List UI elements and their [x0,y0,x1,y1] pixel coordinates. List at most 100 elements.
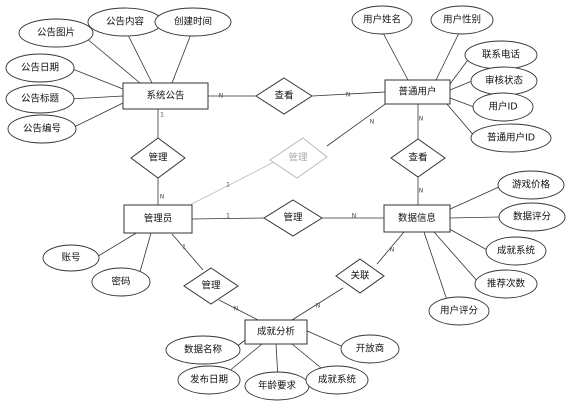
entity-label: 成就分析 [257,326,296,338]
attribute-label: 开放商 [356,343,385,355]
attribute-achievement-system[interactable]: 成就系统 [485,236,547,266]
attribute-label: 数据评分 [513,211,552,223]
edge-manage-user-target [326,101,389,147]
attribute-created-time[interactable]: 创建时间 [154,7,232,37]
attribute-analysis-achievement-system[interactable]: 成就系统 [305,365,369,395]
entity-label: 系统公告 [146,90,184,102]
edge-recommend-count [433,231,480,284]
cardinality-label: N [316,303,321,310]
attribute-notice-number[interactable]: 公告编号 [7,114,77,144]
attribute-developer[interactable]: 开放商 [340,334,400,364]
attribute-user-id[interactable]: 用户ID [472,92,534,122]
cardinality-label: 1 [226,182,230,189]
cardinality-label: N [419,116,424,123]
attribute-notice-date[interactable]: 公告日期 [5,53,75,83]
attribute-label: 年龄要求 [258,380,297,392]
edge-contact-phone [449,56,471,85]
relationship-manage-notice[interactable]: 管理 [130,137,186,179]
edge-analysis-achievement [291,343,327,373]
attribute-label: 用户姓名 [363,14,401,26]
entity-label: 数据信息 [398,212,436,224]
edge-user-name [381,30,409,81]
attribute-contact-phone[interactable]: 联系电话 [464,40,538,70]
edge-notice-image [79,32,141,84]
relationship-label: 查看 [408,152,427,164]
attribute-notice-image[interactable]: 公告图片 [18,18,94,48]
relationship-associate[interactable]: 关联 [335,258,385,294]
attribute-label: 推荐次数 [487,278,526,290]
entity-data-info[interactable]: 数据信息 [383,204,451,233]
edge-regular-user-id [445,102,477,139]
cardinality-label: N [219,93,224,100]
entity-regular-user[interactable]: 普通用户 [384,79,451,105]
relationship-label: 管理 [288,152,308,164]
attribute-user-gender[interactable]: 用户性别 [430,5,494,35]
edge-user-gender [435,30,461,81]
edge-data-associate [376,231,405,265]
attribute-password[interactable]: 密码 [91,267,151,297]
attribute-data-name[interactable]: 数据名称 [165,335,241,365]
attribute-account[interactable]: 账号 [42,244,100,272]
cardinality-label: 1 [160,112,164,119]
attribute-label: 公告图片 [37,27,75,39]
attribute-release-date[interactable]: 发布日期 [177,365,241,395]
attribute-label: 发布日期 [190,374,228,386]
edge-admin-manage-user [185,157,283,208]
attribute-label: 密码 [111,276,130,288]
relationship-view-notice[interactable]: 查看 [255,77,313,115]
attribute-data-rating[interactable]: 数据评分 [498,202,566,232]
attribute-recommend-count[interactable]: 推荐次数 [474,269,538,299]
attribute-label: 公告内容 [106,16,145,28]
cardinality-label: 1 [182,244,186,251]
cardinality-label: N [390,247,395,254]
attribute-notice-content[interactable]: 公告内容 [87,7,163,37]
attribute-regular-user-id[interactable]: 普通用户ID [470,123,552,153]
edge-user-id [449,97,475,108]
edge-user-rating [423,231,451,310]
entity-achievement-analysis[interactable]: 成就分析 [244,319,308,345]
attribute-age-requirement[interactable]: 年龄要求 [244,371,310,401]
relationship-manage-analysis[interactable]: 管理 [183,267,239,305]
attribute-label: 公告标题 [21,93,60,105]
cardinality-label: N [234,306,239,313]
attribute-label: 公告编号 [23,123,61,135]
edge-game-price [447,186,500,211]
attribute-label: 创建时间 [174,16,212,28]
cardinality-label: N [419,188,424,195]
cardinality-label: N [346,92,351,99]
edge-admin-manage-data [191,217,265,220]
cardinality-label: N [160,194,165,201]
attribute-notice-title[interactable]: 公告标题 [5,84,75,114]
relationship-manage-data[interactable]: 管理 [263,199,323,237]
edge-release-date [227,343,263,373]
relationship-manage-user[interactable]: 管理 [269,137,328,179]
edge-admin-manage-analysis [171,233,204,271]
attribute-label: 游戏价格 [512,179,551,191]
cardinality-label: 1 [226,213,230,220]
attribute-review-status[interactable]: 审核状态 [470,66,538,96]
attribute-game-price[interactable]: 游戏价格 [497,170,565,200]
edge-data-rating [449,216,500,219]
cardinality-label: N [352,213,357,220]
relationship-label: 管理 [148,152,168,164]
entity-admin[interactable]: 管理员 [123,204,193,234]
attribute-user-name[interactable]: 用户姓名 [351,5,413,35]
edge-manage-analysis-target [218,299,259,321]
attribute-label: 审核状态 [485,75,524,87]
edge-account [94,231,139,259]
attribute-label: 账号 [61,253,80,264]
attribute-label: 成就系统 [318,374,357,386]
edge-associate-analysis [291,287,344,321]
relationship-view-data[interactable]: 查看 [390,138,446,178]
edge-developer [304,329,349,350]
attribute-label: 用户性别 [443,14,481,26]
attribute-user-rating[interactable]: 用户评分 [428,296,490,326]
attribute-label: 联系电话 [482,49,521,61]
entity-label: 管理员 [144,213,173,225]
edge-notice-number [69,102,124,130]
relationship-label: 管理 [201,280,221,292]
entity-system-notice[interactable]: 系统公告 [122,82,209,110]
attribute-label: 用户评分 [440,305,479,317]
edge-created-time [171,28,194,84]
